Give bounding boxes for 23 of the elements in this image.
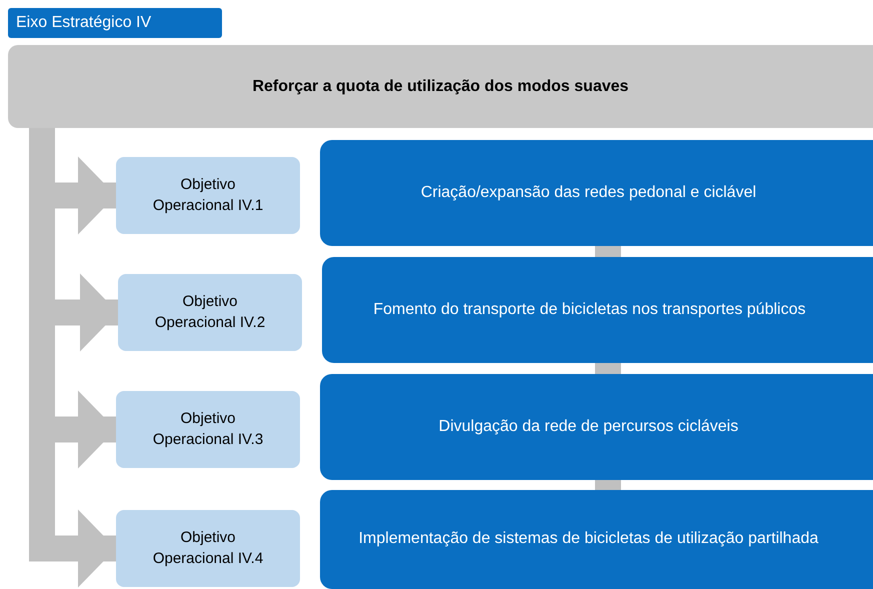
connector — [595, 246, 621, 257]
action-box — [320, 374, 873, 480]
heading-tab — [8, 8, 222, 38]
connector — [595, 363, 621, 374]
objective-box — [118, 274, 302, 351]
node-label: Implementação de sistemas de bicicletas de utilização partilhada — [358, 529, 818, 550]
node-label: Criação/expansão das redes pedonal e ciclável — [420, 182, 756, 203]
action-box — [320, 140, 873, 246]
node-label: Fomento do transporte de bicicletas nos transportes públicos — [373, 300, 806, 320]
node-label: Reforçar a quota de utilização dos modos suaves — [252, 78, 629, 96]
node-label: Objetivo Operacional IV.2 — [154, 292, 266, 332]
node-label: Divulgação da rede de percursos cicláveis — [438, 416, 738, 437]
goal-band — [8, 45, 873, 128]
node-label: Objetivo Operacional IV.4 — [152, 528, 264, 568]
node-label: Objetivo Operacional IV.3 — [152, 409, 264, 450]
action-box — [320, 490, 873, 589]
connector — [595, 480, 621, 490]
action-box — [322, 257, 873, 363]
objective-box — [116, 510, 300, 587]
node-label: Objetivo Operacional IV.1 — [152, 175, 264, 216]
node-label: Eixo Estratégico IV — [16, 14, 152, 32]
objective-box — [116, 391, 300, 468]
objective-box — [116, 157, 300, 234]
